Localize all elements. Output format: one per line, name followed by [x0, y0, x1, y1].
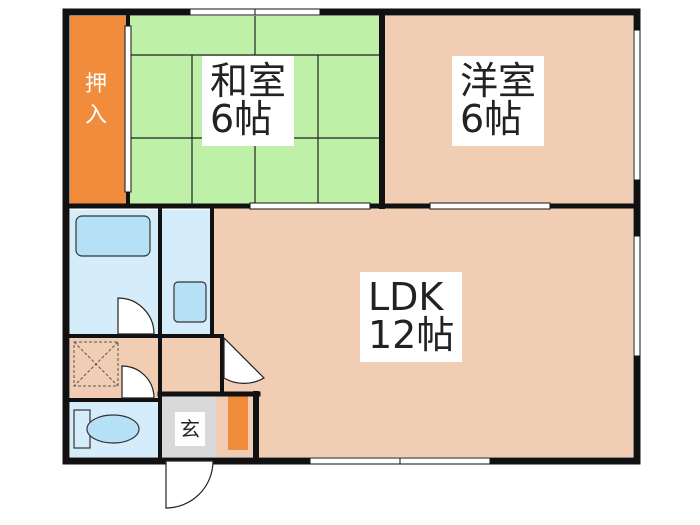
closet-char-1: 押 [84, 72, 107, 97]
ldk-size: 12帖 [368, 313, 455, 357]
closet-label: 押 入 [79, 70, 113, 150]
windows [124, 8, 641, 465]
washitsu-label: 和室 6帖 [202, 56, 295, 146]
bathtub-icon [75, 215, 151, 257]
closet-char-2: 入 [84, 102, 107, 128]
youshitsu-name: 洋室 [460, 59, 537, 103]
ldk-label: LDK 12帖 [360, 272, 463, 362]
toilet-icon [73, 409, 140, 449]
sink-icon [173, 281, 207, 323]
doors [117, 297, 265, 509]
shoe-closet [228, 396, 248, 450]
entrance-label: 玄 [175, 412, 205, 446]
ldk-floor-ext [162, 336, 222, 392]
ldk-name: LDK [368, 275, 444, 319]
youshitsu-label: 洋室 6帖 [452, 56, 545, 146]
washitsu-size: 6帖 [210, 97, 273, 141]
youshitsu-size: 6帖 [460, 97, 523, 141]
closet-floor [70, 16, 126, 204]
washitsu-name: 和室 [210, 59, 287, 103]
